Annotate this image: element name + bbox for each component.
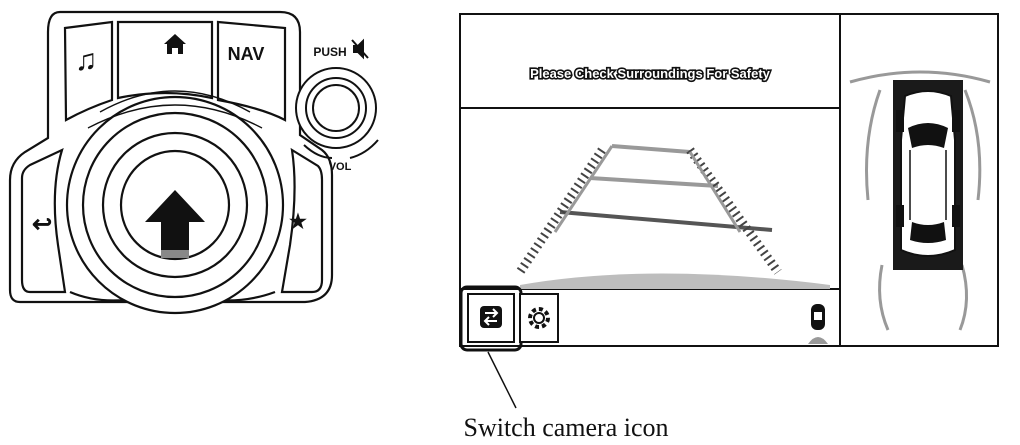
rear-bumper-arc [520,273,830,289]
screen-frame [459,13,999,347]
gear-icon [528,307,550,329]
home-icon [164,34,186,54]
car-wheel-fr [952,110,960,132]
volume-knob-group [295,67,379,159]
guide-bottom-line [559,210,773,232]
back-button[interactable] [20,147,67,294]
switch-camera-caption: Switch camera icon [463,413,668,442]
car-wheel-rr [952,205,960,227]
vol-label: VOL [329,161,352,173]
topview-arc-right-upper [963,89,982,201]
favorite-button[interactable] [280,147,324,294]
guide-mid-line [589,176,719,188]
back-label: ↩ [32,211,52,238]
topview-arc-left-lower [878,264,890,331]
music-button[interactable] [63,20,114,122]
commander-control [8,10,334,315]
music-label: ♫ [75,44,98,77]
callout-leader-line [487,351,517,409]
topview-arc-right-lower [958,264,969,331]
vol-arc-right [349,139,379,159]
speaker-muted-icon [351,38,369,60]
guide-right-upper [688,151,742,233]
car-windshield [908,123,948,148]
switch-camera-icon [480,306,502,328]
parking-guide-lines [516,144,830,289]
commander-arc-upper2 [87,104,263,129]
nav-button[interactable] [216,20,287,122]
car-sensor-icon [808,304,828,344]
push-label: PUSH [313,45,346,59]
up-arrow-icon [145,190,205,258]
top-view-panel [849,70,991,331]
volume-knob-inner [312,84,360,132]
car-wheel-fl [896,110,904,132]
commander-arc-upper [99,90,251,113]
topview-arc-left-upper [865,89,882,201]
nav-label: NAV [228,44,265,64]
guide-top-line [611,144,691,154]
car-rear-window [910,222,946,243]
vol-arc-left [303,144,333,159]
topview-arc-top [849,70,991,84]
guide-left-upper [553,145,614,233]
guide-right-dashed [686,147,782,275]
star-label: ★ [289,211,307,233]
home-button[interactable] [116,20,214,100]
safety-banner: Please Check Surroundings For Safety [530,66,771,81]
car-wheel-rl [896,205,904,227]
guide-left-dashed [516,147,606,275]
